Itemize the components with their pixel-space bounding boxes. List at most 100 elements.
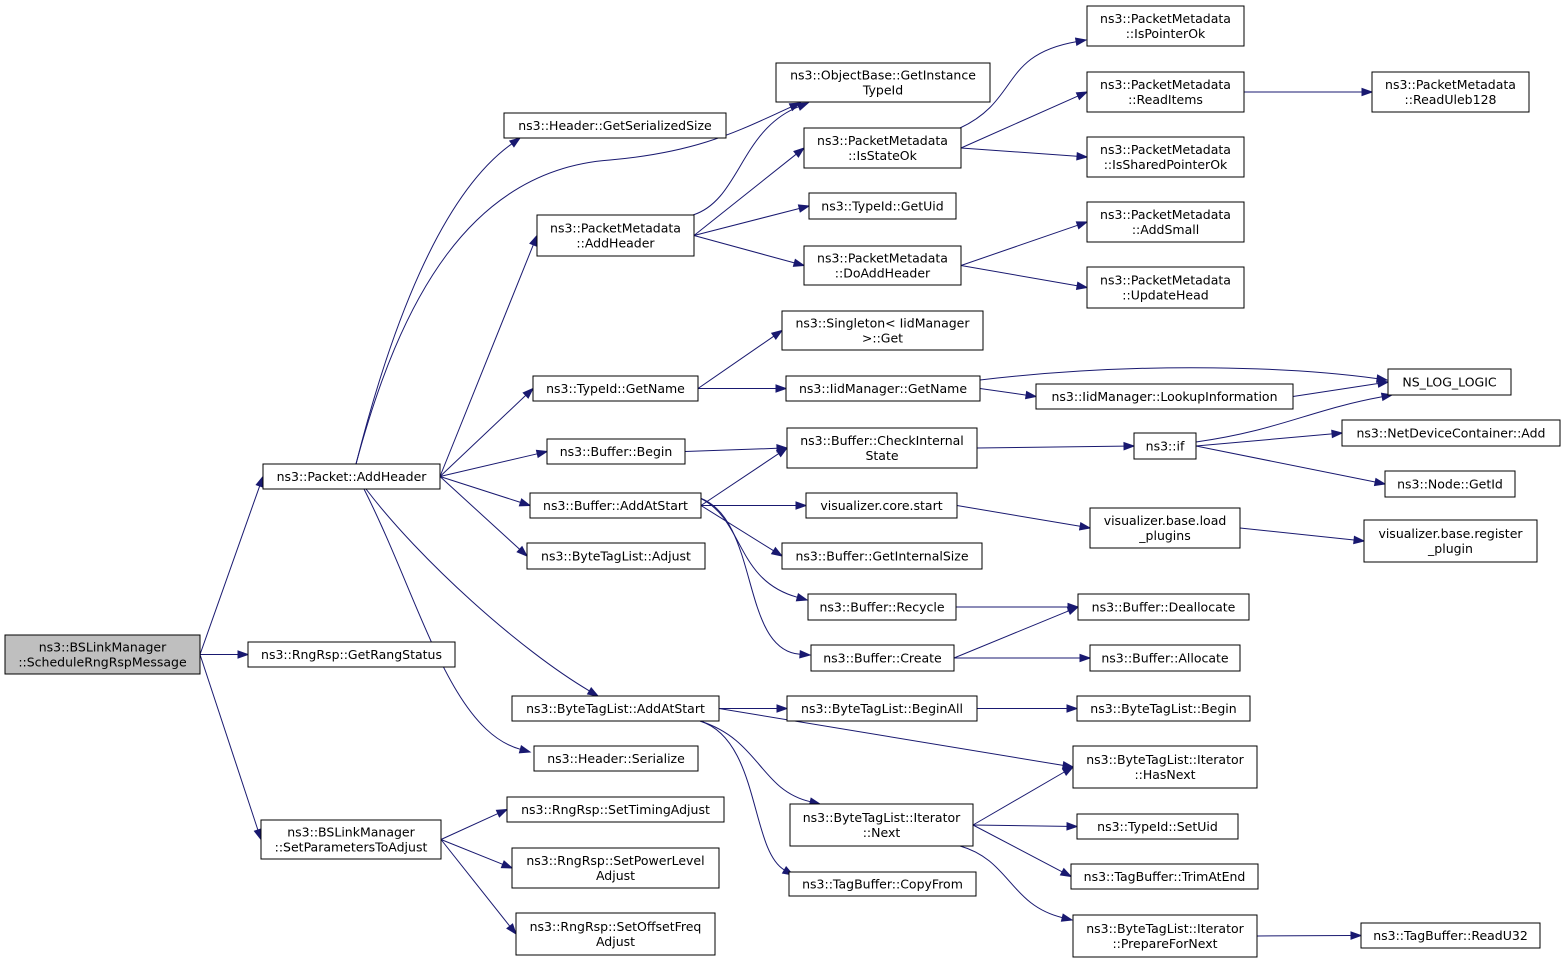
node-label: ns3::Buffer::Create xyxy=(823,651,942,666)
node-label: ns3::Header::Serialize xyxy=(547,751,685,766)
node-label: ns3::TagBuffer::TrimAtEnd xyxy=(1084,869,1246,884)
node-label: ns3::TypeId::GetName xyxy=(546,381,685,396)
node-header_getserializedsize[interactable]: ns3::Header::GetSerializedSize xyxy=(503,112,727,139)
node-buffer_begin[interactable]: ns3::Buffer::Begin xyxy=(546,438,686,465)
nodes-layer: ns3::BSLinkManager::ScheduleRngRspMessag… xyxy=(4,5,1561,958)
node-box xyxy=(529,492,702,519)
edge-buffer_addatstart-to-vis_core_start xyxy=(701,501,808,510)
node-pm_readitems[interactable]: ns3::PacketMetadata::ReadItems xyxy=(1086,71,1245,113)
node-buffer_recycle[interactable]: ns3::Buffer::Recycle xyxy=(807,593,957,621)
node-buffer_create[interactable]: ns3::Buffer::Create xyxy=(810,644,955,672)
node-tagbuffer_readu32[interactable]: ns3::TagBuffer::ReadU32 xyxy=(1360,922,1541,949)
node-buffer_addatstart[interactable]: ns3::Buffer::AddAtStart xyxy=(529,492,702,519)
node-box xyxy=(1089,644,1241,672)
node-box xyxy=(1384,470,1516,498)
node-label: TypeId xyxy=(862,83,903,98)
edge-pm_isstateok-to-pm_ispointerok xyxy=(959,37,1088,129)
node-box xyxy=(515,912,716,956)
node-label: ns3::RngRsp::SetOffsetFreq xyxy=(530,919,702,934)
node-label: ns3::PacketMetadata xyxy=(1100,142,1231,157)
node-box xyxy=(803,127,962,169)
node-box xyxy=(1035,383,1294,410)
node-box xyxy=(789,803,974,847)
node-btl_adjust[interactable]: ns3::ByteTagList::Adjust xyxy=(526,542,706,570)
node-label: ::SetParametersToAdjust xyxy=(275,840,428,855)
node-vis_base_loadplugins[interactable]: visualizer.base.load_plugins xyxy=(1089,507,1241,549)
node-buffer_getinternalsize[interactable]: ns3::Buffer::GetInternalSize xyxy=(781,542,983,570)
node-pm_doaddheader[interactable]: ns3::PacketMetadata::DoAddHeader xyxy=(803,245,962,286)
node-typeid_getuid[interactable]: ns3::TypeId::GetUid xyxy=(808,192,957,220)
edge-typeid_getname-to-singleton_get xyxy=(697,329,784,389)
edge-packet_addheader-to-buffer_begin xyxy=(439,449,549,477)
edge-root-to-packet_addheader xyxy=(199,475,264,655)
node-tagbuffer_copyfrom[interactable]: ns3::TagBuffer::CopyFrom xyxy=(788,871,977,897)
node-box xyxy=(1371,71,1530,113)
node-btl_iter_next[interactable]: ns3::ByteTagList::Iterator::Next xyxy=(789,803,974,847)
node-tagbuffer_trimatend[interactable]: ns3::TagBuffer::TrimAtEnd xyxy=(1070,863,1259,890)
node-box xyxy=(810,644,955,672)
node-label: Adjust xyxy=(596,934,635,949)
node-ns_log_logic[interactable]: NS_LOG_LOGIC xyxy=(1387,368,1512,396)
node-iidmanager_lookupinfo[interactable]: ns3::IidManager::LookupInformation xyxy=(1035,383,1294,410)
node-label: ns3::PacketMetadata xyxy=(817,133,948,148)
node-pm_addsmall[interactable]: ns3::PacketMetadata::AddSmall xyxy=(1086,201,1245,243)
node-box xyxy=(781,310,984,351)
node-box xyxy=(805,492,958,519)
node-btl_addatstart[interactable]: ns3::ByteTagList::AddAtStart xyxy=(511,695,720,722)
edge-bslm_setparams-to-rngrsp_setoffset xyxy=(440,839,517,936)
node-typeid_setuid[interactable]: ns3::TypeId::SetUid xyxy=(1076,813,1239,840)
node-btl_beginall[interactable]: ns3::ByteTagList::BeginAll xyxy=(786,695,978,722)
edge-iidmanager_lookupinfo-to-ns_log_logic xyxy=(1292,379,1390,397)
node-pm_addheader[interactable]: ns3::PacketMetadata::AddHeader xyxy=(536,214,695,257)
node-label: _plugin xyxy=(1427,541,1473,556)
node-ns3_if[interactable]: ns3::if xyxy=(1133,432,1197,460)
node-vis_base_registerplugin[interactable]: visualizer.base.register_plugin xyxy=(1363,519,1538,563)
node-vis_core_start[interactable]: visualizer.core.start xyxy=(805,492,958,519)
node-node_getid[interactable]: ns3::Node::GetId xyxy=(1384,470,1516,498)
node-bslm_setparams[interactable]: ns3::BSLinkManager::SetParametersToAdjus… xyxy=(260,819,442,860)
node-box xyxy=(1387,368,1512,396)
node-buffer_allocate[interactable]: ns3::Buffer::Allocate xyxy=(1089,644,1241,672)
node-rngrsp_getrangstatus[interactable]: ns3::RngRsp::GetRangStatus xyxy=(247,641,456,668)
node-label: ns3::BSLinkManager xyxy=(287,825,415,840)
node-label: ns3::if xyxy=(1146,439,1185,454)
node-typeid_getname[interactable]: ns3::TypeId::GetName xyxy=(532,375,699,402)
node-packet_addheader[interactable]: ns3::Packet::AddHeader xyxy=(262,463,441,490)
node-netdevicecontainer_add[interactable]: ns3::NetDeviceContainer::Add xyxy=(1341,419,1561,447)
node-label: >::Get xyxy=(862,331,903,346)
node-label: ::HasNext xyxy=(1134,767,1195,782)
node-label: ns3::ByteTagList::BeginAll xyxy=(801,701,963,716)
edge-btl_iter_next-to-typeid_setuid xyxy=(972,822,1079,831)
node-btl_iter_hasnext[interactable]: ns3::ByteTagList::Iterator::HasNext xyxy=(1072,745,1258,789)
node-pm_readuleb128[interactable]: ns3::PacketMetadata::ReadUleb128 xyxy=(1371,71,1530,113)
node-pm_isstateok[interactable]: ns3::PacketMetadata::IsStateOk xyxy=(803,127,962,169)
node-label: ns3::TypeId::GetUid xyxy=(821,199,943,214)
node-box xyxy=(786,427,978,469)
node-buffer_deallocate[interactable]: ns3::Buffer::Deallocate xyxy=(1077,593,1250,621)
node-box xyxy=(511,695,720,722)
edge-buffer_addatstart-to-buffer_create xyxy=(699,497,812,659)
node-pm_updatehead[interactable]: ns3::PacketMetadata::UpdateHead xyxy=(1086,266,1245,309)
node-btl_iter_preparefornext[interactable]: ns3::ByteTagList::Iterator::PrepareForNe… xyxy=(1072,914,1258,958)
node-label: ns3::ByteTagList::Adjust xyxy=(541,549,691,564)
node-label: ns3::Buffer::Recycle xyxy=(819,600,944,615)
node-pm_ispointerok[interactable]: ns3::PacketMetadata::IsPointerOk xyxy=(1086,5,1245,47)
node-iidmanager_getname[interactable]: ns3::IidManager::GetName xyxy=(785,375,981,402)
edge-packet_addheader-to-btl_adjust xyxy=(439,476,529,557)
node-box xyxy=(1072,914,1258,958)
node-box xyxy=(781,542,983,570)
node-box xyxy=(546,438,686,465)
node-label: _plugins xyxy=(1138,528,1190,543)
node-singleton_get[interactable]: ns3::Singleton< IidManager>::Get xyxy=(781,310,984,351)
node-label: ns3::PacketMetadata xyxy=(1100,11,1231,26)
node-rngrsp_settiming[interactable]: ns3::RngRsp::SetTimingAdjust xyxy=(506,796,725,823)
node-root[interactable]: ns3::BSLinkManager::ScheduleRngRspMessag… xyxy=(4,634,201,675)
node-pm_issharedpointerok[interactable]: ns3::PacketMetadata::IsSharedPointerOk xyxy=(1086,136,1245,178)
node-header_serialize[interactable]: ns3::Header::Serialize xyxy=(533,745,699,772)
edge-packet_addheader-to-header_serialize xyxy=(363,488,532,754)
node-btl_begin[interactable]: ns3::ByteTagList::Begin xyxy=(1076,695,1251,722)
